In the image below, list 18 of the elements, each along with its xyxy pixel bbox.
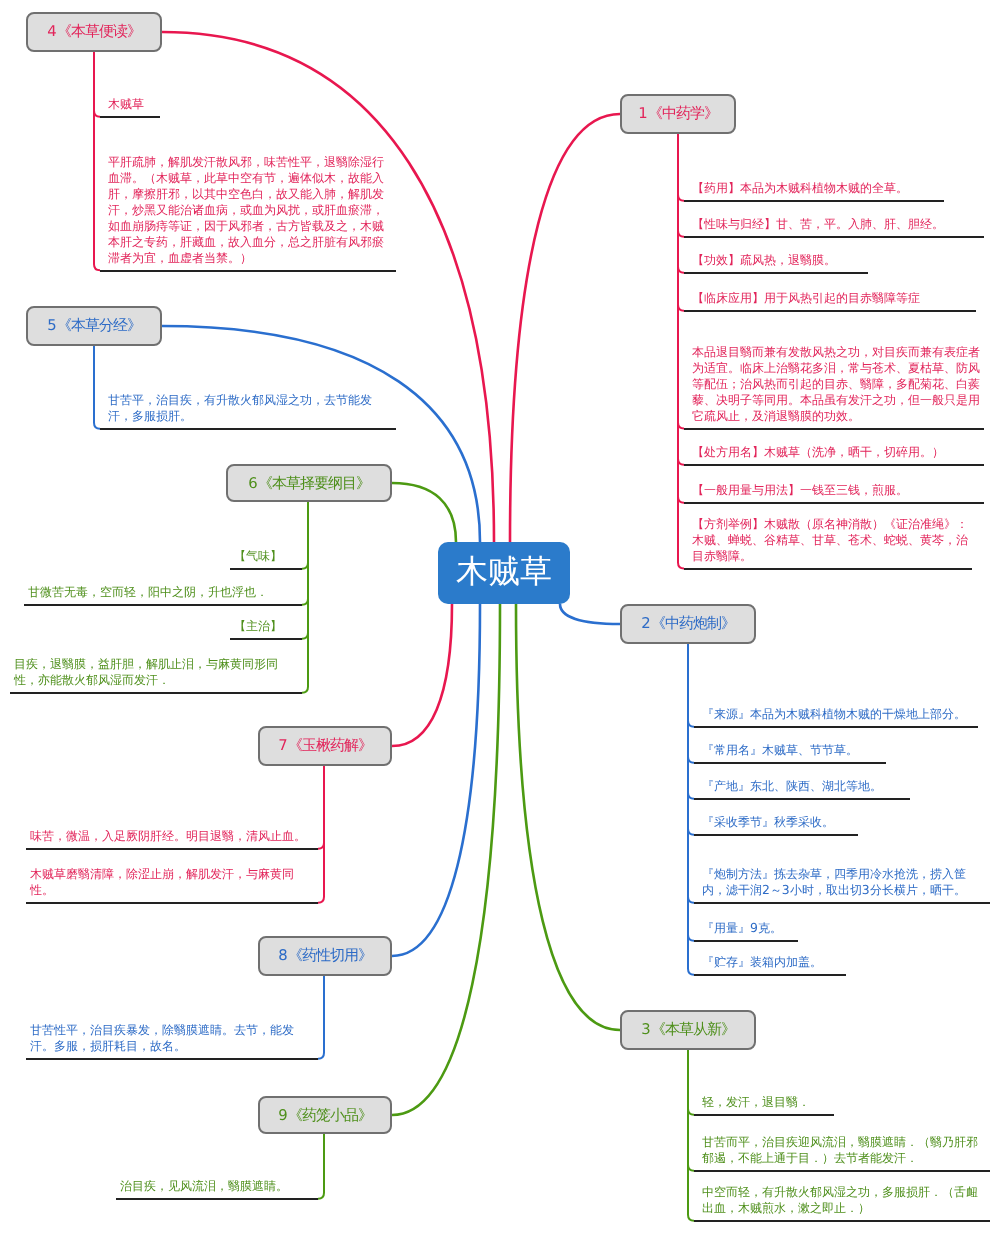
connector-line [677,133,685,570]
branch-curve [514,604,621,1032]
branch-curve [558,603,621,626]
connector-line [317,765,325,904]
connector-line [687,1049,695,1222]
connector-line [301,501,309,694]
connector-line [317,975,325,1060]
branch-curve [391,604,482,958]
branch-curve [161,30,496,543]
branch-curve [391,603,454,748]
branch-curve [391,481,458,543]
connector-line [317,1133,325,1200]
branch-curve [391,604,502,1117]
connector-line [93,345,101,430]
branch-curve [508,112,621,542]
central-topic-box: 木贼草 [438,542,570,604]
branch-curve [161,324,482,543]
connector-line [93,51,101,272]
